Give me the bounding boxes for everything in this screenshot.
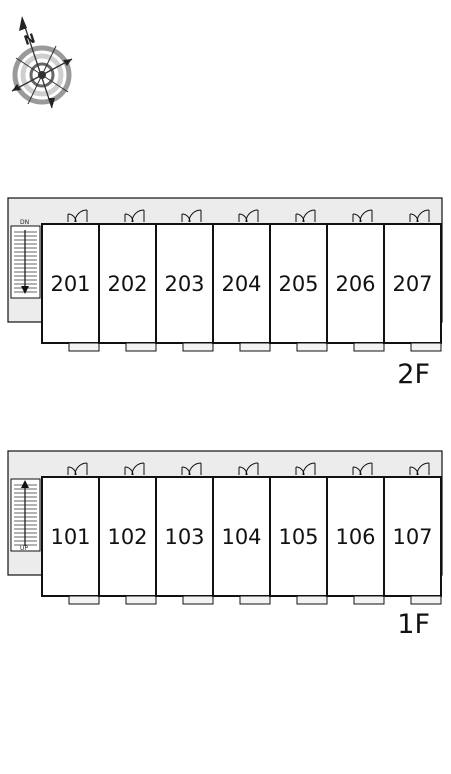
entrance-door-icon bbox=[181, 209, 202, 223]
entrance-door-icon bbox=[124, 462, 145, 476]
entrance-door-icon bbox=[67, 209, 88, 223]
unit-106: 106 bbox=[326, 462, 385, 605]
balcony-window bbox=[296, 342, 328, 352]
entrance-door-icon bbox=[409, 462, 430, 476]
unit-107: 107 bbox=[383, 462, 442, 605]
entrance-door-icon bbox=[67, 462, 88, 476]
unit-number: 201 bbox=[50, 272, 90, 296]
unit-number: 205 bbox=[278, 272, 318, 296]
balcony-window bbox=[125, 595, 157, 605]
unit-206: 206 bbox=[326, 209, 385, 352]
balcony-window bbox=[353, 342, 385, 352]
balcony-window bbox=[410, 342, 442, 352]
units-1f: 101 102 103 104 105 106 107 bbox=[41, 462, 442, 605]
unit-102: 102 bbox=[98, 462, 157, 605]
unit-room bbox=[383, 223, 442, 344]
entrance-door-icon bbox=[238, 462, 259, 476]
unit-203: 203 bbox=[155, 209, 214, 352]
unit-number: 204 bbox=[221, 272, 261, 296]
stair-label: UP bbox=[20, 545, 28, 552]
unit-number: 107 bbox=[392, 525, 432, 549]
unit-number: 207 bbox=[392, 272, 432, 296]
unit-202: 202 bbox=[98, 209, 157, 352]
balcony-window bbox=[125, 342, 157, 352]
unit-room bbox=[326, 476, 385, 597]
floor-2f-plan: DN 201 202 203 204 205 206 207 2F bbox=[7, 197, 443, 390]
balcony-window bbox=[182, 342, 214, 352]
entrance-door-icon bbox=[124, 209, 145, 223]
unit-room bbox=[155, 223, 214, 344]
stair-direction-arrow-up-icon bbox=[21, 480, 29, 546]
unit-105: 105 bbox=[269, 462, 328, 605]
unit-number: 203 bbox=[164, 272, 204, 296]
entrance-door-icon bbox=[295, 209, 316, 223]
entrance-door-icon bbox=[181, 462, 202, 476]
compass-north-label: N bbox=[22, 31, 37, 49]
unit-204: 204 bbox=[212, 209, 271, 352]
balcony-window bbox=[68, 595, 100, 605]
entrance-door-icon bbox=[295, 462, 316, 476]
balcony-window bbox=[296, 595, 328, 605]
stair-direction-arrow-down-icon bbox=[21, 230, 29, 294]
unit-207: 207 bbox=[383, 209, 442, 352]
entrance-door-icon bbox=[409, 209, 430, 223]
entrance-door-icon bbox=[352, 209, 373, 223]
balcony-window bbox=[239, 342, 271, 352]
unit-101: 101 bbox=[41, 462, 100, 605]
unit-number: 106 bbox=[335, 525, 375, 549]
unit-104: 104 bbox=[212, 462, 271, 605]
unit-number: 102 bbox=[107, 525, 147, 549]
unit-201: 201 bbox=[41, 209, 100, 352]
entrance-door-icon bbox=[238, 209, 259, 223]
unit-103: 103 bbox=[155, 462, 214, 605]
floor-label: 2F bbox=[397, 359, 430, 390]
compass-rose-icon: N bbox=[11, 16, 73, 109]
balcony-window bbox=[68, 342, 100, 352]
balcony-window bbox=[239, 595, 271, 605]
balcony-window bbox=[353, 595, 385, 605]
unit-number: 101 bbox=[50, 525, 90, 549]
unit-205: 205 bbox=[269, 209, 328, 352]
balcony-window bbox=[182, 595, 214, 605]
units-2f: 201 202 203 204 205 206 207 bbox=[41, 209, 442, 352]
unit-room bbox=[269, 476, 328, 597]
unit-number: 104 bbox=[221, 525, 261, 549]
entrance-door-icon bbox=[352, 462, 373, 476]
unit-number: 103 bbox=[164, 525, 204, 549]
unit-number: 105 bbox=[278, 525, 318, 549]
stair-label: DN bbox=[20, 219, 29, 226]
floor-label: 1F bbox=[397, 609, 430, 640]
unit-number: 206 bbox=[335, 272, 375, 296]
floor-1f-plan: UP 101 102 103 104 105 106 107 1F bbox=[7, 450, 443, 640]
unit-number: 202 bbox=[107, 272, 147, 296]
balcony-window bbox=[410, 595, 442, 605]
unit-room bbox=[155, 476, 214, 597]
